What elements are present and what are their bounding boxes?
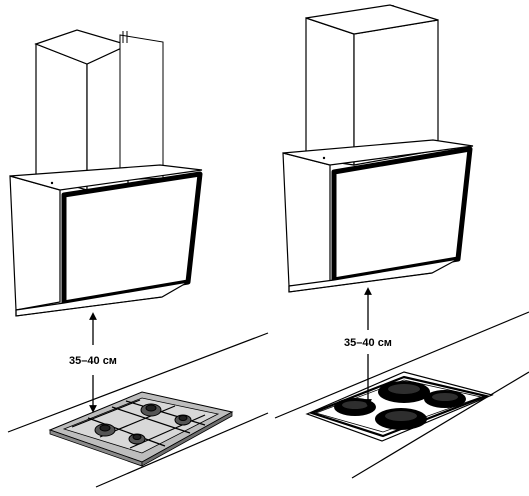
pan-supports: [71, 399, 206, 449]
left-range-hood: [9, 29, 203, 317]
right-clearance-label: 35–40 см: [344, 337, 392, 349]
gas-burners: [94, 403, 192, 445]
gas-hob: [48, 391, 234, 467]
electric-hob: [305, 371, 494, 442]
right-countertop: [274, 311, 529, 479]
left-countertop: [7, 332, 269, 488]
right-clearance-dimension: 35–40 см: [344, 287, 392, 407]
left-clearance-dimension: 35–40 см: [69, 312, 117, 413]
left-clearance-label: 35–40 см: [69, 355, 117, 367]
right-panel: 35–40 см: [274, 4, 529, 479]
right-range-hood: [282, 4, 474, 293]
left-panel: 35–40 см: [7, 29, 269, 488]
